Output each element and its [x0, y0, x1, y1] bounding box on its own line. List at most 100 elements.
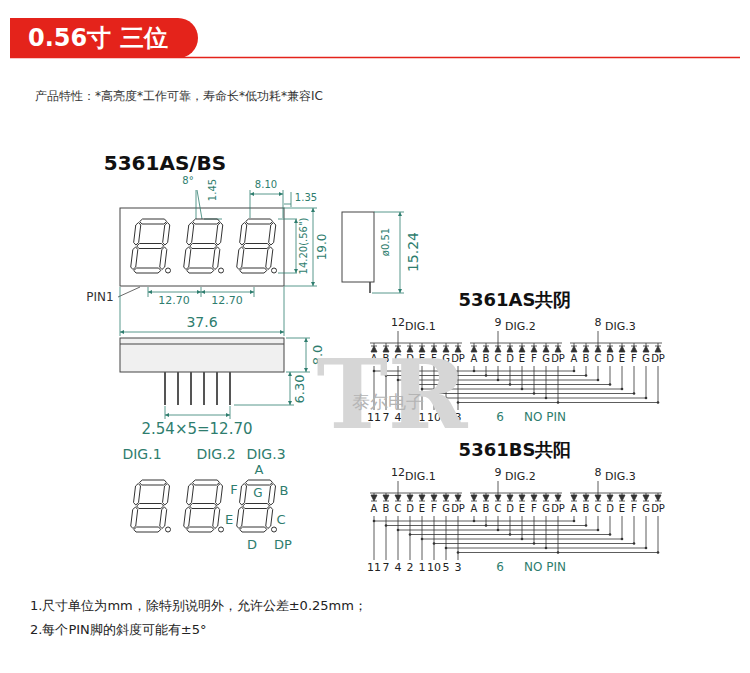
wire [658, 516, 659, 553]
wire [470, 493, 562, 494]
segment-outline [266, 247, 273, 270]
dimension-line [306, 338, 307, 372]
segment-outline [131, 507, 138, 529]
wire [374, 521, 574, 522]
diode-symbol [571, 495, 577, 501]
segment-outline [131, 247, 138, 270]
junction-dot [497, 379, 500, 382]
dimension-line [313, 208, 314, 286]
diode-symbol [631, 495, 637, 501]
dimension: 19.0 [316, 234, 330, 261]
wire [570, 343, 662, 344]
dimension-line [201, 292, 254, 293]
segment-outline [192, 480, 219, 485]
wire [398, 516, 399, 560]
segment-name: D [606, 503, 614, 515]
junction-dot [457, 551, 460, 554]
schematic-title: 5361BS共阳 [459, 440, 572, 461]
pin-row [165, 372, 230, 405]
segment-name: C [495, 353, 502, 365]
pin-number: 12 [391, 467, 405, 480]
junction-dot [521, 538, 524, 541]
wire [622, 366, 623, 389]
dimension: 15.24 [405, 232, 421, 272]
pin-number: 6 [496, 411, 504, 425]
angle-line [196, 190, 197, 219]
pin [203, 372, 205, 405]
angle-line [197, 190, 202, 219]
diode-symbol [519, 346, 525, 352]
segment-outline [243, 504, 270, 509]
dimension: 14.20(.56") [298, 218, 310, 275]
extension-line [120, 287, 121, 336]
junction-dot [545, 547, 548, 550]
segment-outline [163, 484, 170, 506]
wire [610, 366, 611, 385]
diode-symbol [507, 346, 513, 352]
dimension: 12.70 [211, 295, 243, 308]
segment-name: A [471, 353, 478, 365]
diode-symbol [519, 495, 525, 501]
segment-name: G [642, 503, 650, 515]
wire [470, 343, 562, 344]
dimension-line [284, 204, 291, 205]
segment-name: E [619, 503, 625, 515]
pin [216, 372, 218, 405]
pin-number: 8 [595, 317, 602, 330]
wire [646, 366, 647, 398]
segment-name: A [255, 463, 264, 478]
wire [622, 516, 623, 539]
pin [177, 372, 179, 405]
dimension: 2.54×5=12.70 [141, 421, 252, 438]
segment-outline [187, 527, 214, 532]
junction-dot [621, 388, 624, 391]
generated-figures [131, 219, 662, 560]
extension-line [284, 208, 317, 209]
wire [410, 534, 610, 535]
segment-outline [269, 223, 276, 246]
segment-name: DP [551, 503, 565, 515]
diode-symbol [531, 495, 537, 501]
wire [458, 402, 658, 403]
diode-symbol [571, 346, 577, 352]
segment-name: F [230, 483, 237, 498]
digit-figure [237, 219, 277, 273]
segment-outline [245, 480, 272, 485]
extension-line [165, 406, 166, 419]
dimension: 1.35 [295, 192, 317, 204]
wire [610, 516, 611, 535]
diode-symbol [607, 495, 613, 501]
wire [498, 481, 499, 493]
segment-name: B [280, 484, 289, 499]
decimal-point [272, 527, 277, 532]
display-body-side [342, 212, 374, 282]
segment-name: B [483, 353, 490, 365]
dimension: 8° [182, 175, 193, 187]
extension-line [230, 406, 231, 419]
note: 2.每个PIN脚的斜度可能有±5° [30, 623, 206, 638]
diode-symbol [595, 346, 601, 352]
junction-dot [545, 397, 548, 400]
segment-outline [240, 223, 247, 246]
pin [164, 372, 166, 405]
junction-dot [509, 533, 512, 536]
segment-name: C [395, 503, 402, 515]
wire [370, 493, 462, 494]
diode-symbol [619, 495, 625, 501]
junction-dot [585, 374, 588, 377]
segment-outline [134, 223, 141, 246]
junction-dot [597, 529, 600, 532]
decimal-point [272, 268, 277, 273]
junction-dot [621, 538, 624, 541]
junction-dot [609, 383, 612, 386]
segment-outline [160, 247, 167, 270]
segment-name: G [253, 487, 262, 501]
junction-dot [521, 388, 524, 391]
segment-outline [139, 480, 166, 485]
junction-dot [485, 524, 488, 527]
segment-outline [137, 244, 164, 249]
dimension: 1.45 [207, 179, 219, 201]
segment-name: F [431, 503, 437, 515]
segment-outline [134, 484, 141, 506]
